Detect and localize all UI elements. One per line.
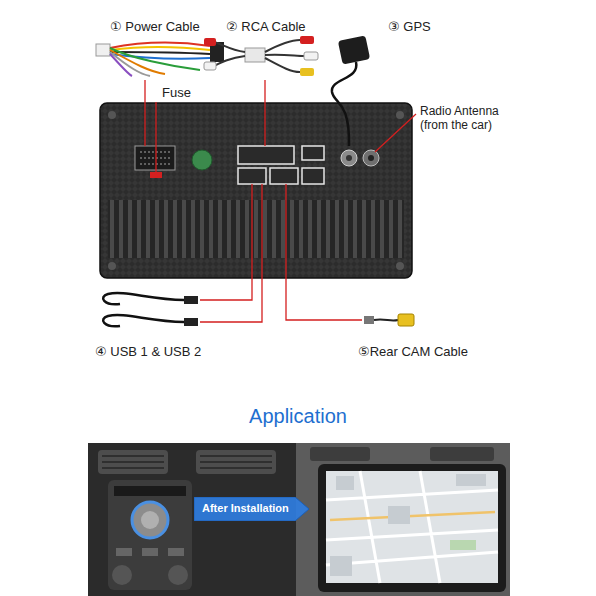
power-cable	[96, 44, 110, 56]
leader-line	[155, 102, 156, 172]
usb-cable	[103, 315, 184, 326]
leader-line	[375, 114, 416, 152]
leader-line	[286, 184, 362, 320]
power-cable	[110, 48, 200, 70]
photo-before	[132, 502, 168, 538]
rca-cable	[265, 55, 304, 56]
cable-label: ① Power Cable	[110, 19, 200, 35]
head-unit-back	[100, 103, 412, 278]
photo-after	[310, 447, 370, 461]
photo-after	[326, 471, 498, 583]
photo-after	[296, 443, 510, 596]
photo-after	[336, 476, 354, 490]
gps-antenna	[332, 62, 356, 146]
rca-cable	[265, 40, 300, 52]
usb-cable	[103, 293, 184, 304]
photo-before	[142, 548, 158, 556]
head-unit-back	[363, 150, 379, 166]
usb-cable	[103, 293, 198, 326]
banner-text: After Installation	[202, 502, 289, 515]
head-unit-back	[238, 146, 294, 164]
head-unit-back	[108, 262, 116, 270]
gps-antenna	[332, 35, 370, 146]
head-unit-back	[396, 111, 404, 119]
power-cable	[96, 42, 224, 76]
photo-before	[114, 486, 186, 496]
cable-label: ③ GPS	[388, 19, 431, 35]
cable-label: Radio Antenna (from the car)	[420, 104, 514, 133]
head-unit-back	[100, 103, 412, 278]
photo-after	[330, 556, 352, 576]
arrow-banner: After Installation	[194, 497, 309, 521]
head-unit-back	[302, 146, 324, 160]
photo-after	[318, 464, 506, 592]
arrow-shape	[194, 497, 309, 521]
photo-after	[388, 506, 410, 524]
power-cable	[110, 47, 210, 50]
photo-after	[450, 540, 476, 550]
rear-cam-cable	[374, 319, 398, 320]
photo-before	[112, 565, 132, 585]
rear-cam-cable	[398, 314, 414, 326]
rca-cable	[245, 48, 265, 62]
rca-cable	[204, 36, 318, 76]
rear-cam-cable	[364, 316, 374, 324]
rca-cable	[214, 42, 245, 52]
cable-label: ⑤Rear CAM Cable	[358, 344, 468, 360]
photo-after	[456, 474, 486, 486]
head-unit-back	[396, 262, 404, 270]
leader-line	[145, 80, 416, 322]
photo-after	[296, 443, 510, 596]
rca-cable	[204, 38, 216, 46]
head-unit-back	[238, 168, 266, 184]
head-unit-back	[108, 200, 404, 258]
head-unit-back	[302, 168, 324, 184]
photo-after	[326, 471, 498, 583]
photo-before	[116, 548, 132, 556]
photo-before	[168, 565, 188, 585]
photo-before	[168, 548, 184, 556]
rca-cable	[214, 56, 245, 66]
leader-line	[200, 184, 252, 300]
photo-after	[330, 512, 495, 520]
head-unit-back	[368, 155, 374, 161]
rca-cable	[304, 52, 318, 60]
usb-cable	[184, 296, 198, 304]
leader-line	[144, 80, 145, 146]
cable-label: ② RCA Cable	[226, 19, 306, 35]
rca-cable	[265, 58, 300, 72]
photo-before	[108, 480, 192, 590]
usb-cable	[184, 318, 198, 326]
head-unit-back	[140, 152, 170, 164]
photo-after	[430, 447, 494, 461]
rca-cable	[300, 68, 314, 76]
cable-label: ④ USB 1 & USB 2	[95, 344, 201, 360]
head-unit-back	[341, 150, 357, 166]
leader-line	[264, 80, 265, 146]
rear-cam-cable	[364, 314, 414, 326]
photo-before	[102, 456, 272, 468]
rca-cable	[300, 36, 314, 44]
head-unit-back	[192, 150, 212, 170]
head-unit-back	[270, 168, 298, 184]
gps-antenna	[338, 35, 370, 64]
photo-before	[141, 511, 159, 529]
power-cable	[110, 54, 132, 76]
rca-cable	[204, 62, 216, 70]
head-unit-back	[346, 155, 352, 161]
part-label: Fuse	[162, 85, 191, 101]
head-unit-back	[108, 111, 116, 119]
section-title: Application	[0, 404, 596, 428]
head-unit-back	[135, 146, 175, 170]
leader-line	[200, 184, 262, 322]
head-unit-back	[150, 172, 162, 178]
